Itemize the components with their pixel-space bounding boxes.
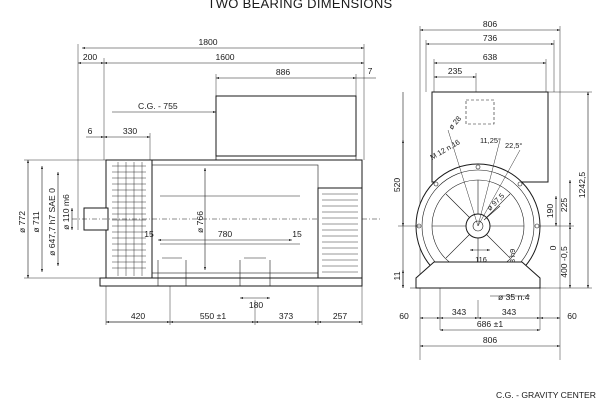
label-116: 116 [475, 255, 487, 264]
side-view: 1800 200 1600 886 7 C.G. - 755 6 330 [17, 37, 380, 325]
dim-373: 373 [279, 311, 294, 321]
dim-dia766: ø 766 [195, 211, 205, 233]
dim-15-left: 15 [144, 229, 154, 239]
dim-11: 11 [392, 271, 402, 280]
dim-343-left: 343 [452, 307, 467, 317]
dim-dia647: ø 647,7 h7 SAE 0 [47, 188, 57, 256]
dim-60-left: 60 [399, 311, 409, 321]
dim-806-top: 806 [483, 19, 498, 29]
end-spokes [432, 180, 524, 272]
dim-225: 225 [559, 198, 569, 213]
grille-hatch [112, 162, 146, 276]
label-28h9: 28 h9 [508, 249, 517, 268]
dim-180: 180 [249, 300, 264, 310]
dim-400: 400 -0,5 [559, 246, 569, 278]
dim-1600: 1600 [215, 52, 234, 62]
dim-550: 550 ±1 [200, 311, 226, 321]
end-feet [415, 261, 541, 289]
drawing-title: TWO BEARING DIMENSIONS [207, 0, 392, 11]
dim-420: 420 [131, 311, 146, 321]
dim-15-right: 15 [292, 229, 302, 239]
dim-6: 6 [88, 126, 93, 136]
label-dia35: ø 35 n.4 [498, 292, 530, 302]
dim-638: 638 [483, 52, 498, 62]
dim-330: 330 [123, 126, 138, 136]
dim-686: 686 ±1 [477, 319, 503, 329]
dim-1242-5: 1242,5 [577, 172, 587, 199]
dim-806-bottom: 806 [483, 335, 498, 345]
dim-520: 520 [392, 178, 402, 193]
rear-cover [317, 187, 363, 279]
end-view: 806 736 638 235 [392, 19, 592, 360]
dim-736: 736 [483, 33, 498, 43]
dim-1800: 1800 [198, 37, 217, 47]
cg-label: C.G. - 755 [138, 101, 178, 111]
dim-60-right: 60 [567, 311, 577, 321]
terminal-box [215, 95, 357, 157]
dim-343-right: 343 [502, 307, 517, 317]
dim-257: 257 [333, 311, 348, 321]
label-22-5: 22,5° [505, 141, 522, 150]
base-frame [99, 277, 363, 287]
dim-190: 190 [545, 204, 555, 219]
dim-886: 886 [276, 67, 291, 77]
dim-7: 7 [368, 66, 373, 76]
label-11-25: 11,25° [480, 136, 501, 145]
dim-235: 235 [448, 66, 463, 76]
dim-dia711: ø 711 [31, 211, 41, 233]
dim-0: 0 [548, 245, 558, 250]
dim-dia110: ø 110 m6 [61, 194, 71, 230]
dim-780: 780 [218, 229, 233, 239]
dim-dia772: ø 772 [17, 211, 27, 233]
dim-200: 200 [83, 52, 98, 62]
footer-note: C.G. - GRAVITY CENTER [496, 390, 596, 400]
